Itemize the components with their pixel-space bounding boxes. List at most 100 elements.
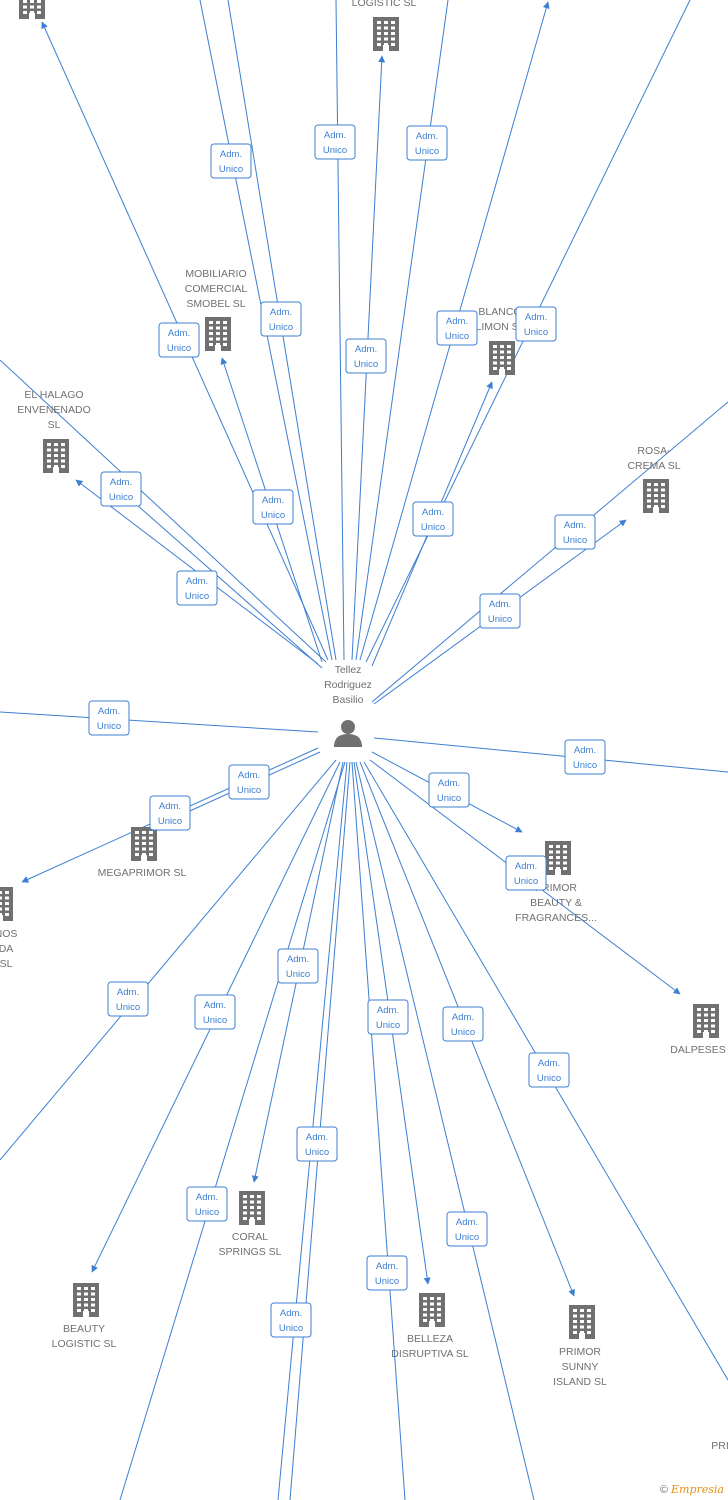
role-badge[interactable]: Adm.Unico	[194, 994, 236, 1030]
company-label: BELLEZA	[407, 1333, 453, 1345]
role-badge[interactable]: Adm.Unico	[270, 1302, 312, 1338]
company-label: FRAGRANCES...	[515, 912, 597, 924]
badge-line2: Unico	[305, 1147, 329, 1158]
role-badge[interactable]: Adm.Unico	[296, 1126, 338, 1162]
role-badge[interactable]: Adm.Unico	[479, 593, 521, 629]
badge-line2: Unico	[437, 793, 461, 804]
role-badge[interactable]: Adm.Unico	[554, 514, 596, 550]
badge-line2: Unico	[524, 327, 548, 338]
company-label: BEAUTY	[63, 1323, 105, 1335]
badge-line2: Unico	[269, 322, 293, 333]
badge-line1: Adm.	[159, 801, 181, 812]
badge-line2: Unico	[116, 1002, 140, 1013]
footer: © Empresia	[660, 1483, 724, 1496]
badge-line2: Unico	[158, 816, 182, 827]
badge-line2: Unico	[455, 1232, 479, 1243]
role-badges: Adm.UnicoAdm.UnicoAdm.UnicoAdm.UnicoAdm.…	[88, 124, 606, 1338]
role-badge[interactable]: Adm.Unico	[210, 143, 252, 179]
badge-line2: Unico	[261, 510, 285, 521]
company-node-pri-partial[interactable]: PRI	[711, 1440, 728, 1452]
role-badge[interactable]: Adm.Unico	[100, 471, 142, 507]
badge-line2: Unico	[563, 535, 587, 546]
role-badge[interactable]: Adm. Unico	[406, 125, 448, 161]
badge-line2: Unico	[279, 1323, 303, 1334]
badge-line2: Unico	[237, 785, 261, 796]
role-badge[interactable]: Adm.Unico	[366, 1255, 408, 1291]
edge-3	[335, 0, 345, 661]
company-node-nos-da[interactable]: NOSDASL	[0, 887, 17, 970]
role-badge[interactable]: Adm.Unico	[252, 489, 294, 525]
role-badge[interactable]: Adm.Unico	[176, 570, 218, 606]
role-badge[interactable]: Adm.Unico	[88, 700, 130, 736]
company-node-dalpeses[interactable]: DALPESES	[670, 1004, 726, 1056]
role-badge[interactable]: Adm.Unico	[314, 124, 356, 160]
badge-line1: Adm.	[324, 130, 346, 141]
company-label: DALPESES	[670, 1044, 725, 1056]
badge-line2: Unico	[514, 876, 538, 887]
badge-line2: Unico	[376, 1020, 400, 1031]
company-label: NOS	[0, 928, 17, 940]
company-label: LIMON SL	[475, 321, 524, 333]
badge-line1: Adm.	[438, 778, 460, 789]
role-badge[interactable]: Adm.Unico	[345, 338, 387, 374]
company-label: SMOBEL SL	[186, 298, 245, 310]
company-node-top-left-partial[interactable]	[19, 0, 45, 19]
edge-24	[119, 761, 346, 1500]
badge-line2: Unico	[488, 614, 512, 625]
person-icon	[334, 720, 362, 747]
badge-line1: Adm.	[416, 131, 438, 142]
company-label: SL	[0, 958, 13, 970]
badge-line1: Adm.	[515, 861, 537, 872]
role-badge[interactable]: Adm.Unico	[564, 739, 606, 775]
badge-line1: Adm.	[168, 328, 190, 339]
building-icon	[545, 841, 571, 875]
role-badge[interactable]: Adm.Unico	[260, 301, 302, 337]
company-label: BLANCO	[478, 306, 521, 318]
badge-line2: Unico	[167, 343, 191, 354]
company-node-megaprimor[interactable]: MEGAPRIMOR SL	[98, 827, 187, 879]
badge-line2: Unico	[203, 1015, 227, 1026]
building-icon	[373, 17, 399, 51]
role-badge[interactable]: Adm. Unico	[107, 981, 149, 1017]
role-badge[interactable]: Adm.Unico	[228, 764, 270, 800]
badge-line1: Adm.	[98, 706, 120, 717]
company-label: EL HALAGO	[24, 389, 83, 401]
role-badge[interactable]: Adm. Unico	[428, 772, 470, 808]
building-icon	[419, 1293, 445, 1327]
role-badge[interactable]: Adm. Unico	[158, 322, 200, 358]
company-node-blanco-limon[interactable]: BLANCO LIMON SL	[475, 306, 525, 375]
role-badge[interactable]: Adm.Unico	[367, 999, 409, 1035]
role-badge[interactable]: Adm.Unico	[515, 306, 557, 342]
role-badge[interactable]: Adm.Unico	[277, 948, 319, 984]
building-icon	[569, 1305, 595, 1339]
company-node-logistic-top[interactable]: LOGISTIC SL	[352, 0, 417, 51]
role-badge[interactable]: Adm.Unico	[442, 1006, 484, 1042]
role-badge[interactable]: Adm.Unico	[412, 501, 454, 537]
role-badge[interactable]: Adm.Unico	[528, 1052, 570, 1088]
brand-logo[interactable]: Empresia	[671, 1483, 724, 1496]
building-icon	[73, 1283, 99, 1317]
role-badge[interactable]: Adm.Unico	[186, 1186, 228, 1222]
badge-line2: Unico	[573, 760, 597, 771]
role-badge[interactable]: Adm.Unico	[446, 1211, 488, 1247]
building-icon	[643, 479, 669, 513]
role-badge[interactable]: Adm.Unico	[436, 310, 478, 346]
edge-5	[355, 0, 449, 661]
role-badge[interactable]: Adm. Unico	[505, 855, 547, 891]
badge-line1: Adm.	[117, 987, 139, 998]
badge-line2: Unico	[415, 146, 439, 157]
company-node-rosa-crema[interactable]: ROSA-CREMA SL	[627, 445, 681, 513]
badge-line2: Unico	[537, 1073, 561, 1084]
badge-line2: Unico	[286, 969, 310, 980]
badge-line2: Unico	[109, 492, 133, 503]
role-badge[interactable]: Adm. Unico	[149, 795, 191, 831]
